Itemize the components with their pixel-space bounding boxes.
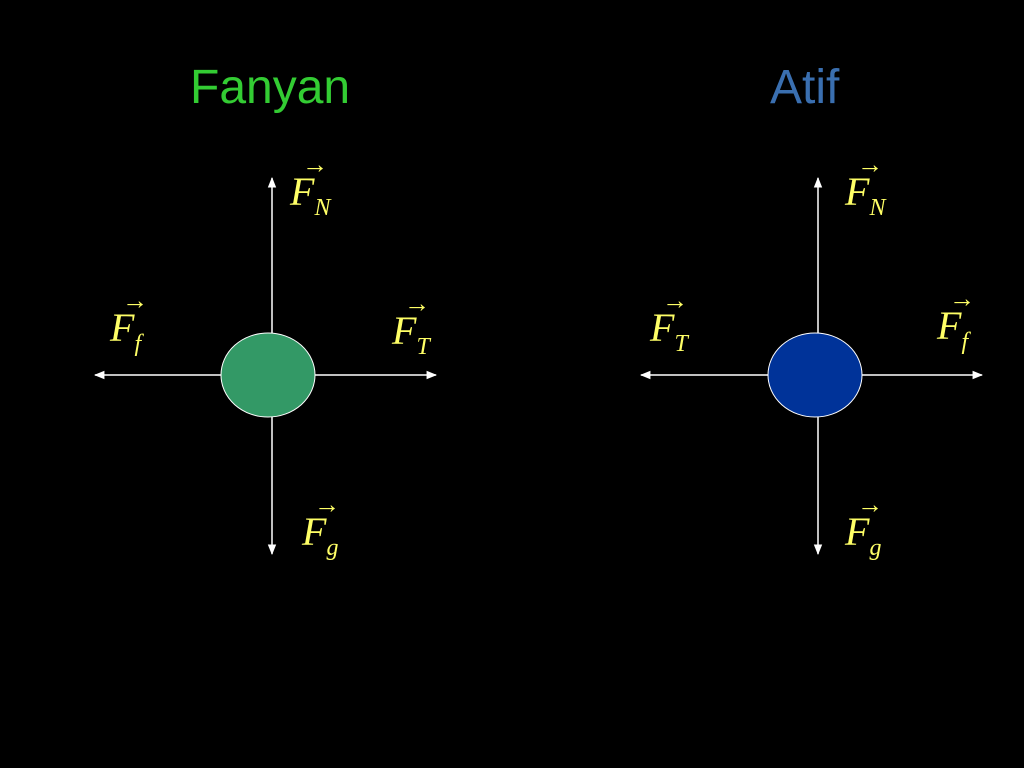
vector-arrow-icon: → <box>122 286 148 315</box>
vector-arrow-icon: → <box>949 284 975 313</box>
left-friction-force-label: →Ff <box>110 286 148 357</box>
left-tension-force-label: →FT <box>392 289 430 360</box>
right-tension-force-label: →FT <box>650 286 688 357</box>
left-diagram-title: Fanyan <box>190 61 351 114</box>
vector-arrow-icon: → <box>302 150 328 179</box>
left-normal-force-label: →FN <box>290 150 331 221</box>
right-gravity-force-label: →Fg <box>845 490 883 561</box>
right-friction-force-label: →Ff <box>937 284 975 355</box>
vector-arrow-icon: → <box>857 490 883 519</box>
vector-arrow-icon: → <box>857 150 883 179</box>
vector-arrow-icon: → <box>404 289 430 318</box>
right-free-body-diagram <box>639 176 984 556</box>
vector-arrow-icon: → <box>314 490 340 519</box>
right-diagram-title: Atif <box>770 61 840 114</box>
left-gravity-force-label: →Fg <box>302 490 340 561</box>
left-free-body-diagram <box>93 176 438 556</box>
vector-arrow-icon: → <box>662 286 688 315</box>
right-body-circle <box>767 332 863 418</box>
right-normal-force-label: →FN <box>845 150 886 221</box>
left-body-circle <box>220 332 316 418</box>
